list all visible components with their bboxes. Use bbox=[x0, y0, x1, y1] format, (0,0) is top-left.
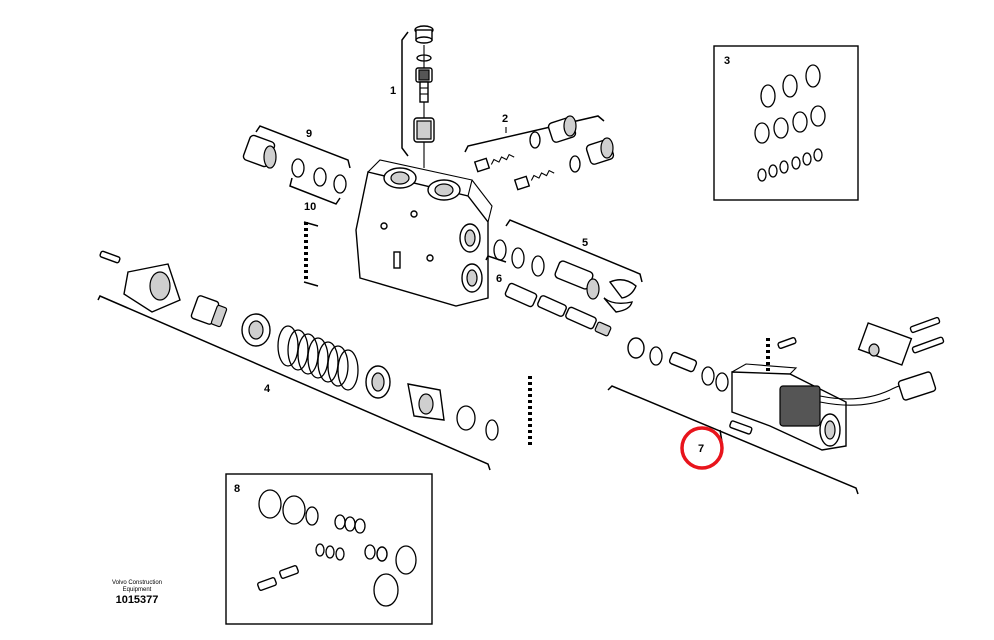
company-logo-block: Volvo Construction Equipment 1015377 bbox=[92, 580, 182, 607]
callout-7-highlight-ring bbox=[680, 426, 724, 470]
callout-6: 6 bbox=[496, 273, 502, 285]
company-name-line1: Volvo Construction bbox=[111, 580, 163, 586]
part-2-check-valves: 2 bbox=[464, 113, 615, 191]
callout-7: 7 bbox=[698, 443, 704, 455]
part-7-solenoid-assembly: 7 bbox=[607, 316, 945, 495]
callout-2: 2 bbox=[502, 113, 508, 125]
part-3-seal-kit: 3 bbox=[713, 45, 859, 201]
callout-4: 4 bbox=[264, 383, 271, 395]
callout-10: 10 bbox=[304, 201, 316, 213]
valve-body bbox=[355, 159, 493, 307]
part-5-relief-valve: 5 bbox=[493, 219, 643, 313]
company-name-line2: Equipment bbox=[122, 587, 152, 593]
part-1-plug-assembly: 1 bbox=[390, 25, 435, 168]
drawing-number: 1015377 bbox=[115, 594, 159, 606]
callout-8: 8 bbox=[234, 483, 240, 495]
part-4-spring-assembly: 4 bbox=[97, 250, 532, 471]
callout-5: 5 bbox=[582, 237, 588, 249]
part-9-plug: 9 10 bbox=[242, 125, 351, 213]
part-8-seal-kit: 8 bbox=[225, 473, 433, 625]
spring-coil bbox=[277, 325, 359, 391]
callout-3: 3 bbox=[724, 55, 730, 67]
part-6-spool: 6 bbox=[485, 255, 612, 337]
callout-1: 1 bbox=[390, 85, 396, 97]
callout-9: 9 bbox=[306, 128, 312, 140]
